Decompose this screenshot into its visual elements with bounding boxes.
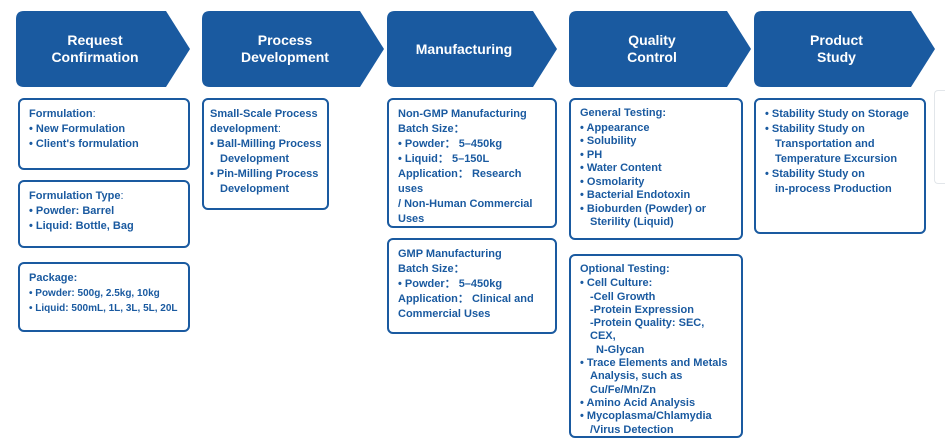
- sub-item: -Protein Quality: SEC, CEX,: [590, 317, 705, 343]
- sub-item-continuation: N-Glycan: [596, 343, 645, 356]
- card-non-gmp-manufacturing: Non-GMP Manufacturing Batch Size： • Powd…: [387, 98, 557, 228]
- list-item: • Stability Study on Storage: [765, 108, 909, 120]
- application-line: Commercial Uses: [398, 308, 491, 320]
- list-item: • Powder： 5–450kg: [398, 138, 503, 150]
- stage-label: Request Confirmation: [51, 32, 139, 65]
- sub-item: -Cell Growth: [590, 290, 656, 303]
- stage-request-confirmation: Request Confirmation: [16, 11, 190, 87]
- stage-manufacturing: Manufacturing: [387, 11, 557, 87]
- stage-arrow-shape: [387, 11, 557, 87]
- list-item-continuation: Development: [220, 153, 290, 165]
- batch-size-label: Batch Size：: [398, 263, 465, 275]
- card-formulation: Formulation: • New Formulation • Client'…: [18, 98, 190, 170]
- card-title: General Testing:: [580, 107, 666, 119]
- stage-arrow-shape: [569, 11, 751, 87]
- card-formulation-type: Formulation Type: • Powder: Barrel • Liq…: [18, 180, 190, 248]
- application-line: / Non-Human Commercial: [398, 198, 533, 210]
- card-title-line: development:: [210, 123, 281, 135]
- list-item: • PH: [580, 148, 603, 161]
- list-item: • Liquid： 5–150L: [398, 153, 490, 165]
- list-item: • Trace Elements and Metals: [580, 357, 728, 370]
- list-item: • Water Content: [580, 162, 662, 174]
- list-item: • Solubility: [580, 135, 637, 147]
- card-package: Package: • Powder: 500g, 2.5kg, 10kg • L…: [18, 262, 190, 332]
- list-item-continuation: Analysis, such as: [590, 370, 683, 383]
- stage-label: Quality Control: [627, 32, 677, 65]
- list-item-continuation: Cu/Fe/Mn/Zn: [590, 383, 656, 396]
- list-item: • Cell Culture:: [580, 277, 653, 290]
- card-title: Non-GMP Manufacturing: [398, 108, 527, 120]
- list-item: • Liquid: Bottle, Bag: [29, 220, 134, 232]
- card-gmp-manufacturing: GMP Manufacturing Batch Size： • Powder： …: [387, 238, 557, 334]
- list-item-continuation: Sterility (Liquid): [590, 216, 674, 228]
- list-item: • Bioburden (Powder) or: [580, 202, 707, 215]
- stage-arrow-shape: [754, 11, 935, 87]
- stage-quality-control: Quality Control: [569, 11, 751, 87]
- stage-label: Product Study: [810, 32, 863, 65]
- list-item: • Amino Acid Analysis: [580, 396, 696, 409]
- card-title: Formulation Type:: [29, 190, 124, 202]
- stage-arrow-shape: [202, 11, 384, 87]
- list-item: • Stability Study on: [765, 123, 865, 135]
- list-item: • Liquid: 500mL, 1L, 3L, 5L, 20L: [29, 303, 178, 314]
- application-line: Uses: [398, 213, 425, 225]
- card-title: Package:: [29, 272, 78, 284]
- application-line: Application： Clinical and: [398, 293, 534, 305]
- stage-product-study: Product Study: [754, 11, 935, 87]
- stage-label: Process Development: [241, 32, 329, 65]
- list-item: • Pin-Milling Process: [210, 168, 319, 180]
- list-item: • Powder： 5–450kg: [398, 278, 503, 290]
- stage-process-development: Process Development: [202, 11, 384, 87]
- page-edge-decoration: [934, 90, 945, 184]
- application-line: Application： Research uses: [398, 168, 522, 195]
- card-title: Formulation:: [29, 108, 96, 120]
- list-item: • New Formulation: [29, 123, 126, 135]
- list-item: • Ball-Milling Process: [210, 138, 322, 150]
- card-stability-study: • Stability Study on Storage • Stability…: [754, 98, 926, 234]
- card-title-line: Small-Scale Process: [210, 108, 318, 120]
- list-item: • Powder: Barrel: [29, 205, 115, 217]
- list-item: • Client's formulation: [29, 138, 139, 150]
- list-item: • Mycoplasma/Chlamydia: [580, 410, 712, 423]
- sub-item: -Protein Expression: [590, 303, 694, 316]
- card-title: GMP Manufacturing: [398, 248, 502, 260]
- list-item: • Bacterial Endotoxin: [580, 189, 691, 201]
- list-item: • Stability Study on: [765, 168, 865, 180]
- list-item: • Appearance: [580, 121, 650, 134]
- list-item: • Powder: 500g, 2.5kg, 10kg: [29, 288, 160, 299]
- list-item-continuation: Development: [220, 183, 290, 195]
- card-title: Optional Testing:: [580, 263, 670, 275]
- card-general-testing: General Testing: • Appearance • Solubili…: [569, 98, 743, 240]
- stage-arrow-shape: [16, 11, 190, 87]
- card-small-scale-process: Small-Scale Process development: • Ball-…: [202, 98, 329, 210]
- list-item-continuation: /Virus Detection: [590, 423, 674, 436]
- list-item-continuation: in-process Production: [775, 183, 892, 195]
- card-optional-testing: Optional Testing: • Cell Culture: -Cell …: [569, 254, 743, 438]
- stage-label: Manufacturing: [415, 40, 513, 57]
- list-item: • Osmolarity: [580, 175, 645, 188]
- list-item-continuation: Transportation and: [775, 138, 875, 150]
- list-item-continuation: Temperature Excursion: [775, 153, 898, 165]
- batch-size-label: Batch Size：: [398, 123, 465, 135]
